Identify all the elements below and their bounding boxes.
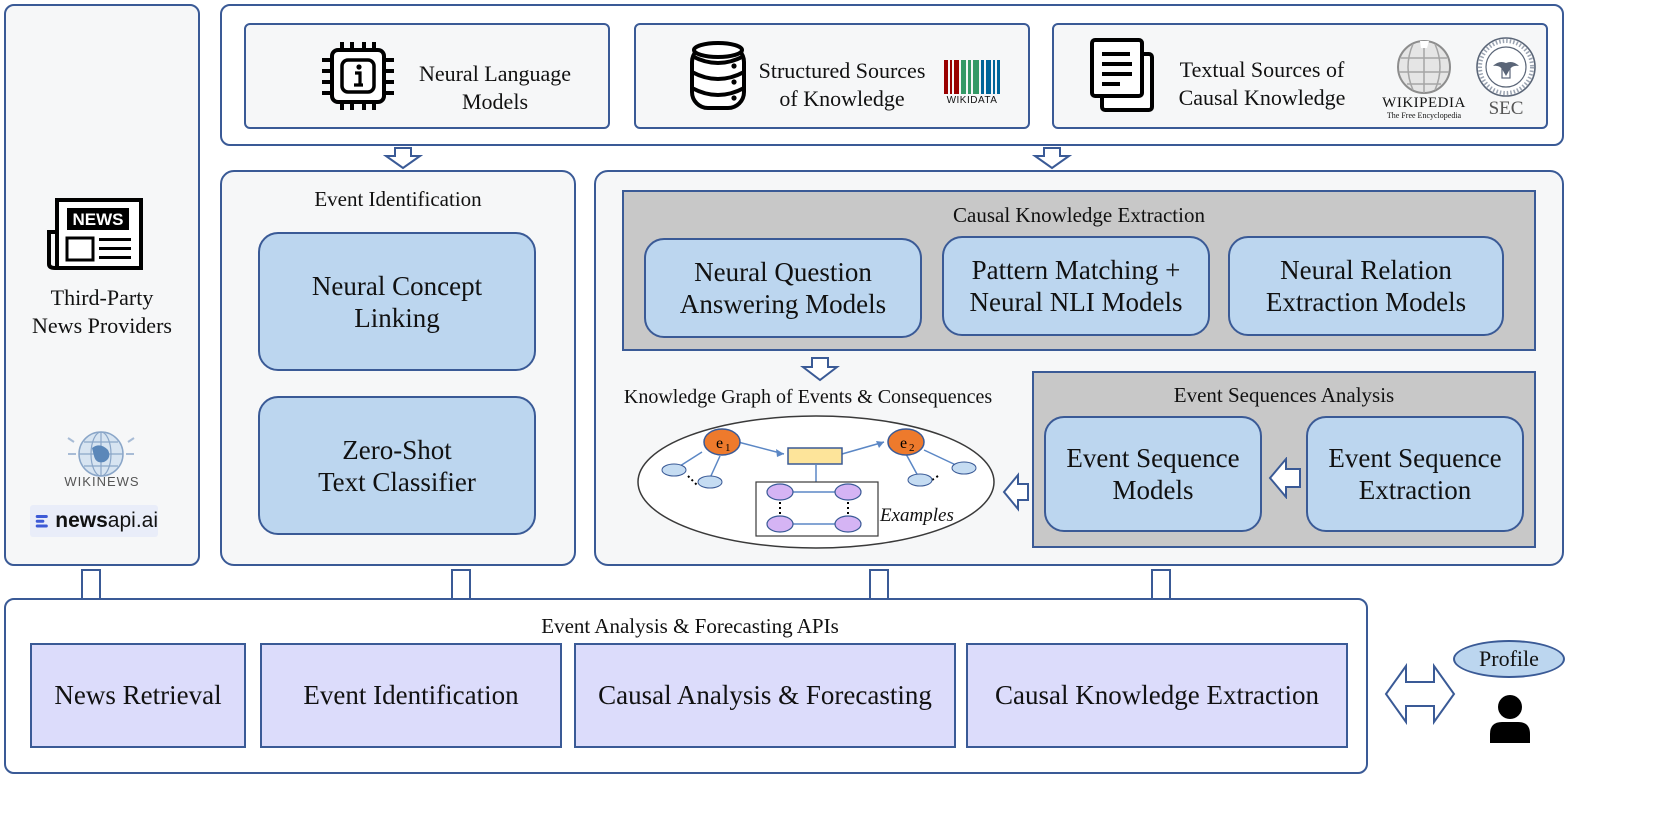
examples-label: Examples [880, 505, 954, 526]
event-identification-title: Event Identification [314, 187, 482, 211]
event-sequence-models-box: Event Sequence Models [1044, 416, 1262, 532]
newsapi-label-rest: api.ai [107, 509, 158, 532]
neural-qa-box: Neural Question Answering Models [644, 238, 922, 338]
wikipedia-label: WIKIPEDIA [1382, 95, 1466, 111]
causal-extraction-title: Causal Knowledge Extraction [953, 203, 1205, 227]
wikidata-barcode-icon [944, 60, 1000, 94]
event-sequence-extraction-box: Event Sequence Extraction [1306, 416, 1524, 532]
e2-label: e [900, 435, 907, 452]
knowledge-graph-diagram: e 1 e 2 [637, 415, 995, 549]
api-event-identification[interactable]: Event Identification [260, 643, 562, 748]
arrow-sequences-to-kg [1002, 472, 1029, 512]
newsapi-icon [35, 514, 48, 528]
event-node-e2 [887, 428, 925, 456]
bidirectional-arrow [1384, 662, 1456, 726]
arrow-qa-to-kg [800, 357, 840, 382]
wikinews-globe-icon [67, 431, 135, 477]
wikipedia-subtitle: The Free Encyclopedia [1386, 111, 1462, 120]
database-icon [690, 41, 746, 110]
sec-label: SEC [1488, 98, 1524, 119]
api-causal-analysis[interactable]: Causal Analysis & Forecasting [574, 643, 956, 748]
profile-label: Profile [1479, 646, 1539, 671]
document-stack-icon [1090, 38, 1154, 112]
e1-subscript: 1 [725, 442, 731, 454]
pattern-matching-box: Pattern Matching + Neural NLI Models [942, 236, 1210, 336]
newsapi-label-bold: news [55, 509, 108, 532]
sec-seal-icon [1476, 37, 1536, 97]
knowledge-graph-title: Knowledge Graph of Events & Consequences [623, 386, 993, 408]
neural-relation-box: Neural Relation Extraction Models [1228, 236, 1504, 336]
news-badge: NEWS [73, 210, 124, 229]
profile-badge[interactable]: Profile [1453, 640, 1565, 678]
neural-language-models-label: Neural Language Models [418, 61, 572, 114]
e1-label: e [716, 435, 723, 452]
event-sequences-title: Event Sequences Analysis [1173, 383, 1395, 407]
arrow-extraction-to-models [1268, 457, 1301, 499]
structured-sources-label: Structured Sources of Knowledge [758, 58, 926, 111]
api-news-retrieval[interactable]: News Retrieval [30, 643, 246, 748]
zero-shot-classifier-box: Zero-Shot Text Classifier [258, 396, 536, 535]
user-icon [1490, 695, 1530, 743]
wikipedia-globe-icon [1397, 40, 1451, 94]
neural-concept-linking-box: Neural Concept Linking [258, 232, 536, 371]
neural-language-models-card [244, 23, 610, 129]
api-causal-knowledge-extraction[interactable]: Causal Knowledge Extraction [966, 643, 1348, 748]
arrow-lm-to-event-id [383, 147, 423, 170]
newspaper-icon: NEWS [47, 198, 143, 270]
news-providers-title: Third-Party News Providers [32, 285, 172, 338]
e2-subscript: 2 [909, 442, 915, 454]
wikidata-label: WIKIDATA [946, 95, 998, 106]
wikinews-label: WIKINEWS [64, 474, 140, 489]
api-panel-title: Event Analysis & Forecasting APIs [420, 614, 960, 639]
chip-info-icon [322, 42, 394, 110]
arrow-sources-to-causal [1032, 147, 1072, 170]
textual-sources-label: Textual Sources of Causal Knowledge [1178, 57, 1346, 110]
event-node-e1 [703, 428, 741, 456]
